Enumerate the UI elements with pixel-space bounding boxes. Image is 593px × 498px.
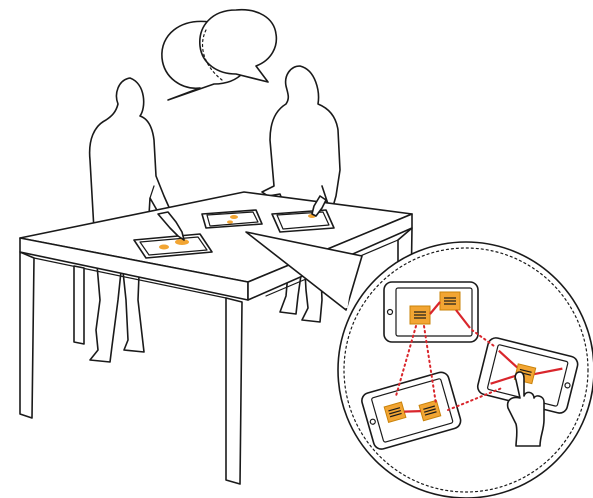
sticky-note-icon — [440, 292, 460, 310]
zoom-tablet-top — [384, 282, 478, 342]
speech-bubbles — [162, 10, 277, 100]
tablet-right — [272, 210, 334, 232]
tablet-center — [202, 210, 262, 228]
sticky-note-icon — [410, 306, 430, 324]
